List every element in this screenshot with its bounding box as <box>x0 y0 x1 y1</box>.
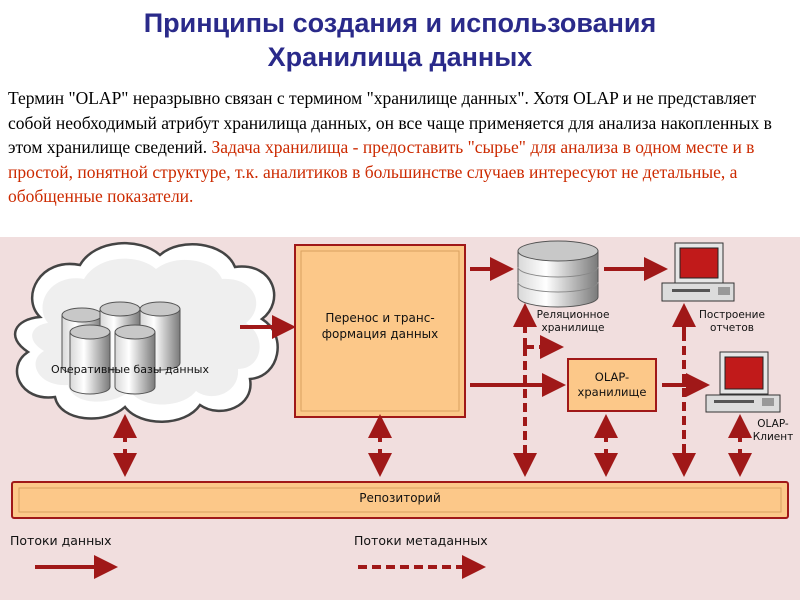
olap-storage-label-line-1: OLAP- <box>594 370 630 384</box>
intro-text: Термин "OLAP" неразрывно связан с термин… <box>8 88 772 157</box>
transform-label-line-1: Перенос и транс- <box>325 311 435 325</box>
title-line-1: Принципы создания и использования <box>143 8 657 38</box>
operational-db-label: Оперативные базы данных <box>50 363 209 376</box>
data-flow-arrows <box>35 257 752 579</box>
relational-storage-icon <box>517 240 599 308</box>
olap-client-label-line-2: Клиент <box>752 431 794 443</box>
title-line-2: Хранилища данных <box>267 42 533 72</box>
olap-client-computer-icon <box>705 351 781 413</box>
reports-label-line-1: Построение <box>699 309 765 321</box>
reports-label: Построение отчетов <box>692 309 772 335</box>
olap-storage-box <box>567 358 657 412</box>
metadata-flow-arrows <box>358 303 696 579</box>
legend-metadata-flows: Потоки метаданных <box>354 533 488 548</box>
transform-label-line-2: формация данных <box>321 327 439 341</box>
relational-storage-label: Реляционное хранилище <box>528 309 618 335</box>
olap-storage-label: OLAP- хранилище <box>568 370 656 400</box>
page-title: Принципы создания и использования Хранил… <box>0 6 800 74</box>
operational-db-icon <box>61 301 181 395</box>
transform-label: Перенос и транс- формация данных <box>295 310 465 342</box>
relational-storage-label-line-1: Реляционное <box>536 309 610 321</box>
reports-computer-icon <box>661 242 735 302</box>
intro-paragraph: Термин "OLAP" неразрывно связан с термин… <box>8 86 796 209</box>
legend-data-flows: Потоки данных <box>10 533 112 548</box>
diagram-graphics <box>11 240 789 579</box>
olap-storage-label-line-2: хранилище <box>577 385 647 399</box>
repository-label: Репозиторий <box>359 491 441 505</box>
warehouse-diagram: Оперативные базы данных Перенос и транс-… <box>0 237 800 600</box>
olap-client-label: OLAP- Клиент <box>748 418 798 444</box>
relational-storage-label-line-2: хранилище <box>541 322 605 334</box>
olap-client-label-line-1: OLAP- <box>757 418 789 430</box>
intro-highlight: Задача хранилища - предоставить "сырье" … <box>8 137 755 206</box>
repository-bar <box>11 481 789 519</box>
reports-label-line-2: отчетов <box>710 322 754 334</box>
